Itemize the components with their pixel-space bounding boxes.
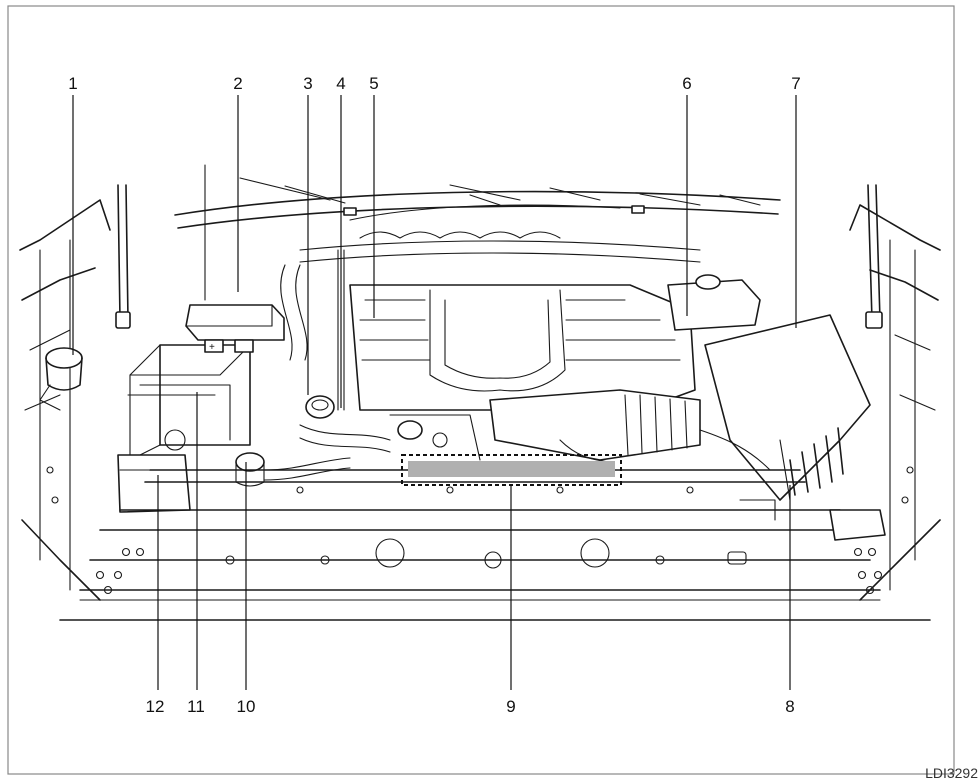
callout-4: 4 [336, 74, 345, 93]
callout-2: 2 [233, 74, 242, 93]
callout-10: 10 [237, 697, 256, 716]
figure-reference-code: LDI3292 [925, 765, 978, 781]
callout-6: 6 [682, 74, 691, 93]
callout-1: 1 [68, 74, 77, 93]
figure-frame [7, 5, 955, 775]
callout-8: 8 [785, 697, 794, 716]
callout-7: 7 [791, 74, 800, 93]
svg-text:+: + [209, 342, 215, 353]
callout-labels: 1 2 3 4 5 6 7 8 9 10 11 12 [68, 74, 800, 716]
highlight-band [401, 454, 622, 486]
callout-12: 12 [146, 697, 165, 716]
engine-compartment-diagram: + [7, 5, 955, 775]
callout-11: 11 [187, 697, 205, 716]
callout-3: 3 [303, 74, 312, 93]
callout-9: 9 [506, 697, 515, 716]
engine-bay-artwork: + [19, 164, 941, 621]
callout-5: 5 [369, 74, 378, 93]
leader-lines [72, 95, 797, 690]
